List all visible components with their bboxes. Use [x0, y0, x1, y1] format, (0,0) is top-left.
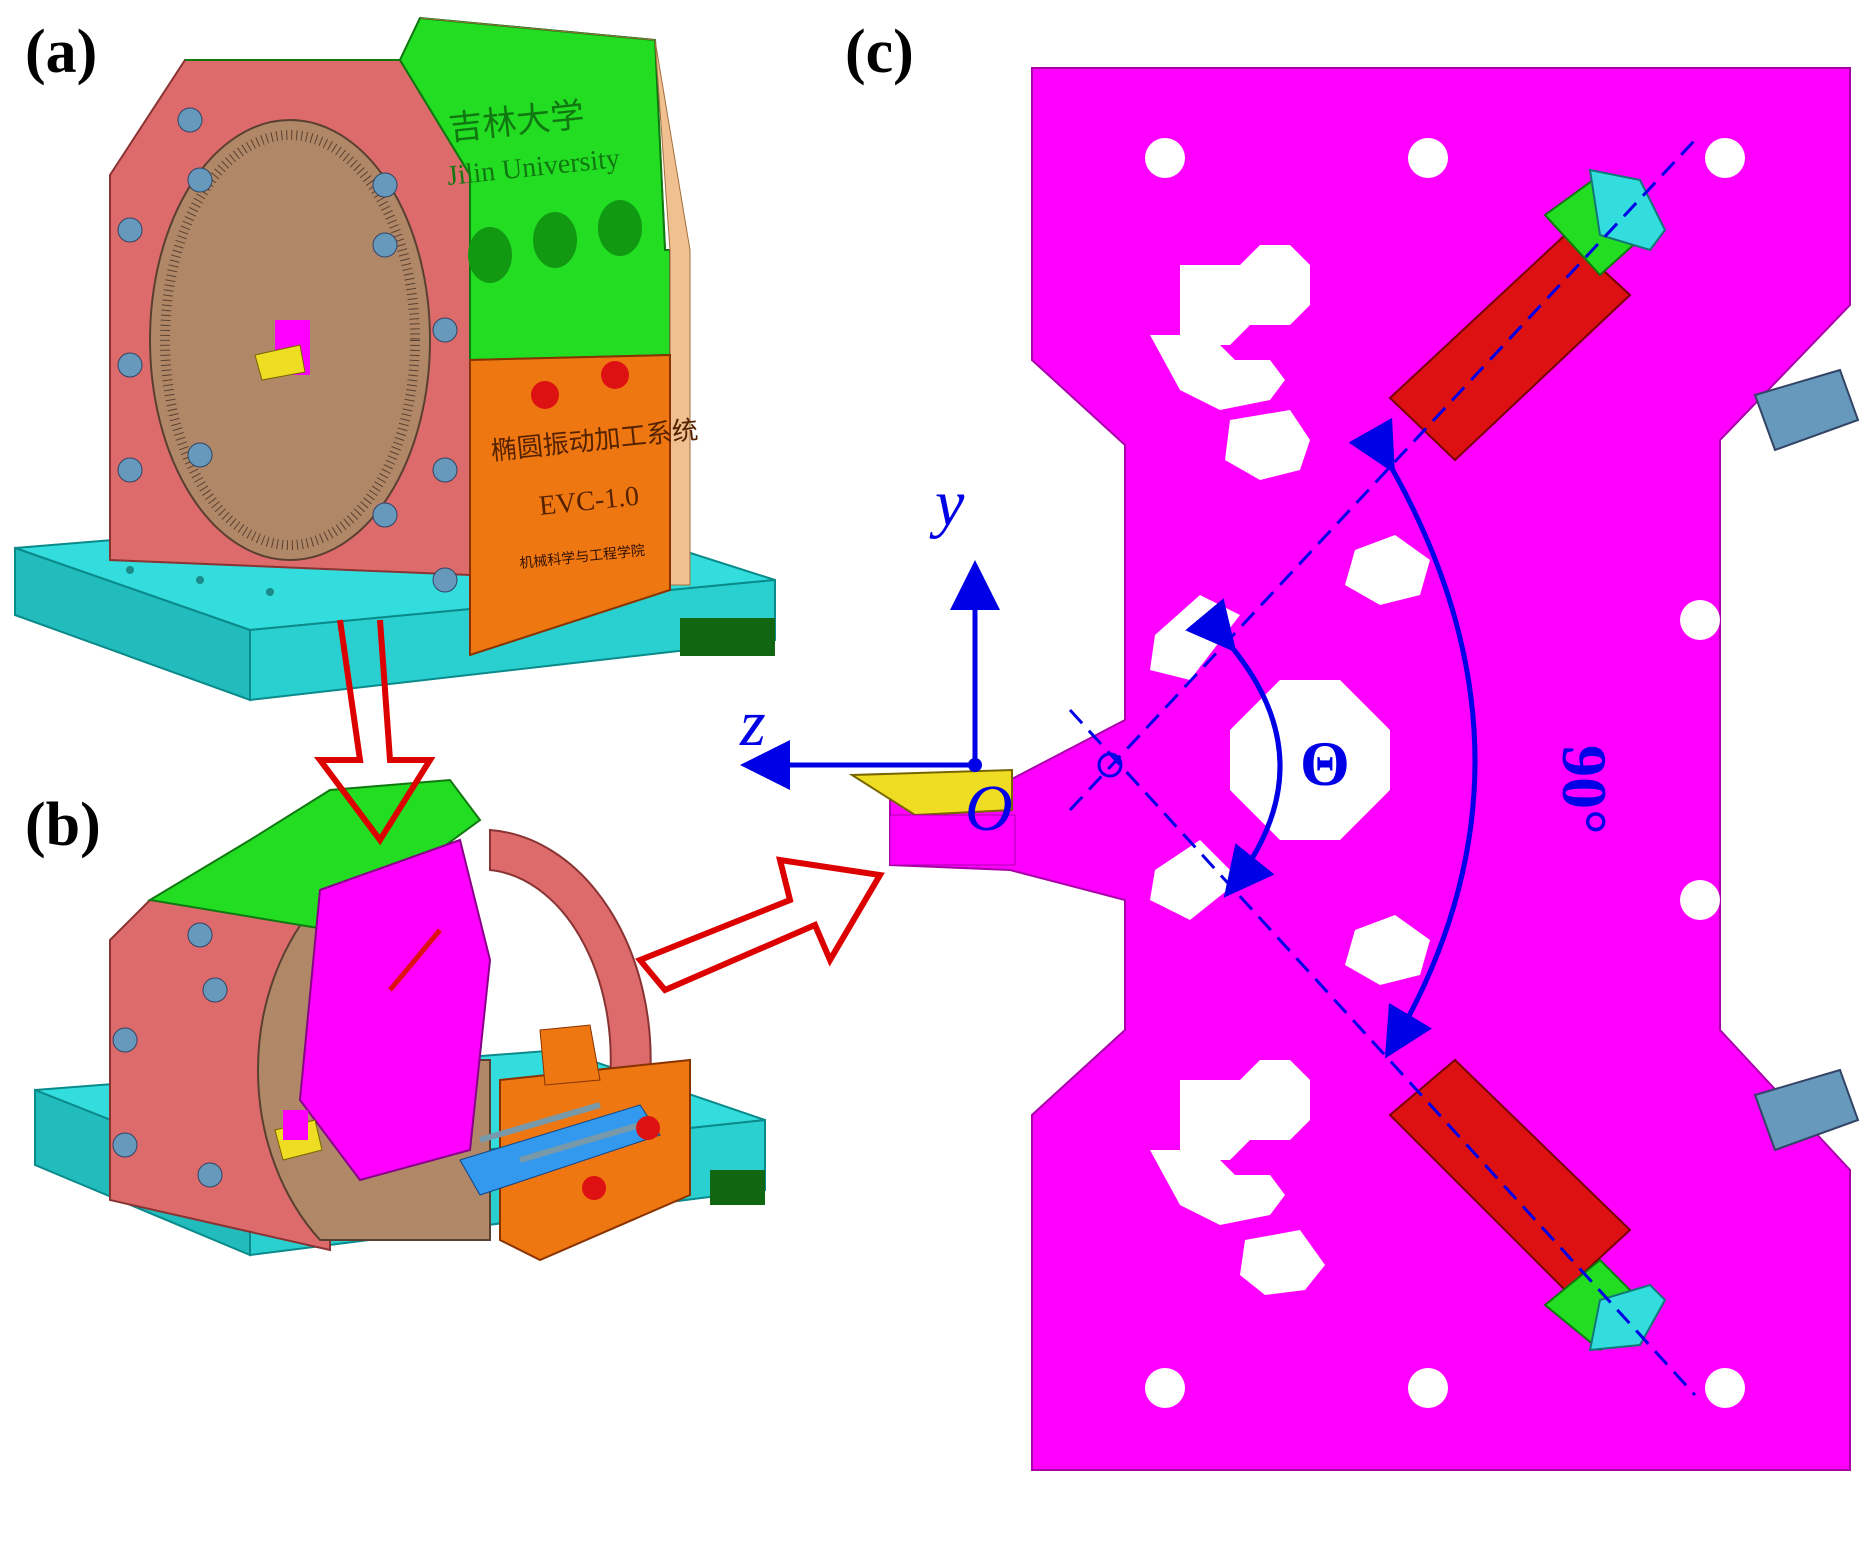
right-angle-label: 90° [1549, 745, 1620, 835]
origin-label: O [965, 772, 1013, 845]
vent-hole [468, 227, 512, 283]
panel-a-device: 吉林大学 Jilin University 椭圆振动加工系统 EVC-1.0 机… [14, 16, 776, 702]
side-screws [1753, 368, 1860, 1152]
vent-hole [533, 212, 577, 268]
red-knob [531, 381, 559, 409]
base-foot [680, 618, 775, 656]
origin-point [968, 758, 982, 772]
panel-label-b: (b) [25, 791, 101, 859]
mechanism-b [298, 838, 492, 1182]
piezo-rod-b [388, 928, 442, 992]
right-angle-arc [1348, 417, 1478, 1059]
transition-arrows [314, 619, 885, 994]
arrow-a-to-b [314, 619, 436, 846]
red-knob [601, 361, 629, 389]
side-edge-a [419, 17, 691, 586]
orange-riser-b [539, 1024, 601, 1086]
rotation-center-marker [1097, 752, 1123, 778]
tool-shank [889, 814, 1016, 866]
piezo-stack-upper [1388, 168, 1667, 462]
piezo-stack-lower [1388, 1058, 1667, 1352]
base-foot-b [710, 1170, 765, 1205]
tool-holder-b [283, 1110, 308, 1140]
coordinate-system: y z O [739, 467, 1013, 845]
y-axis-label: y [929, 467, 965, 540]
bolts-a [117, 107, 458, 593]
z-axis-label: z [739, 687, 766, 760]
tool-tip-a [254, 344, 306, 381]
panel-label-c: (c) [845, 18, 914, 86]
dial-scale-a [160, 130, 420, 550]
panel-label-a: (a) [25, 18, 97, 86]
theta-arc [1185, 598, 1283, 898]
guide-rod-b [479, 1102, 601, 1143]
guide-rod-b [519, 1122, 641, 1163]
red-knob-b [582, 1176, 606, 1200]
panel-b-device [34, 778, 766, 1262]
vent-hole [598, 200, 642, 256]
arrow-b-to-c [635, 856, 885, 994]
bolts-b [112, 922, 228, 1188]
panel-c-flexure: Θ 90° [848, 67, 1860, 1471]
orange-panel-a [469, 353, 671, 657]
red-knob-b [636, 1116, 660, 1140]
diamond-tool [848, 768, 1013, 817]
theta-label: Θ [1300, 728, 1350, 799]
